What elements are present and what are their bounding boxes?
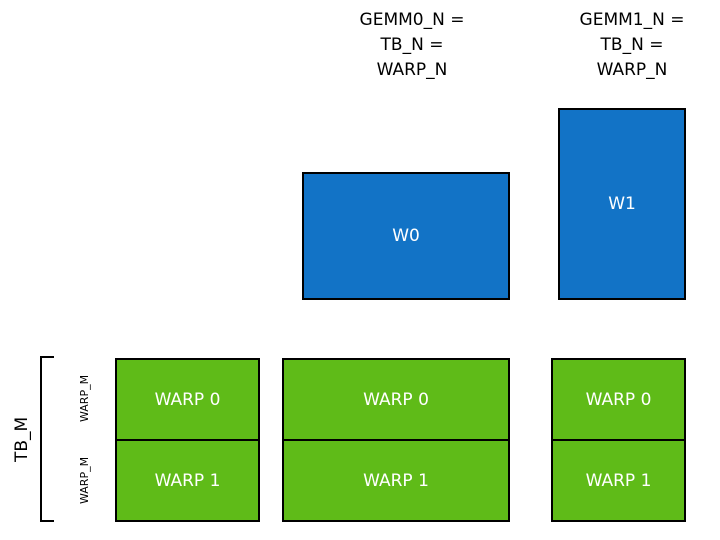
blue-box-w0-label: W0 <box>392 226 420 246</box>
green-cell-warp-0: WARP 0 <box>117 360 258 441</box>
tb-m-bracket <box>40 356 54 522</box>
blue-box-w1: W1 <box>558 108 686 300</box>
tb-m-label: TB_M <box>12 416 32 462</box>
green-stack-column-3: WARP 0 WARP 1 <box>551 358 686 522</box>
green-cell-warp-0: WARP 0 <box>284 360 508 441</box>
green-cell-warp-1: WARP 1 <box>154 470 221 491</box>
green-stack-column-2: WARP 0 WARP 1 <box>282 358 510 522</box>
green-stack-column-1: WARP 0 WARP 1 <box>115 358 260 522</box>
warp-m-label-top: WARP_M <box>78 374 91 422</box>
blue-box-w1-label: W1 <box>608 194 636 214</box>
column-header-gemm0: GEMM0_N = TB_N = WARP_N <box>359 10 465 80</box>
green-cell-warp-1: WARP 1 <box>363 470 429 491</box>
warp-m-label-bottom: WARP_M <box>78 456 91 504</box>
blue-box-w0: W0 <box>302 172 510 300</box>
column-header-gemm1: GEMM1_N = TB_N = WARP_N <box>579 10 685 80</box>
green-cell-warp-0: WARP 0 <box>553 360 684 441</box>
green-cell-warp-1: WARP 1 <box>585 470 652 491</box>
